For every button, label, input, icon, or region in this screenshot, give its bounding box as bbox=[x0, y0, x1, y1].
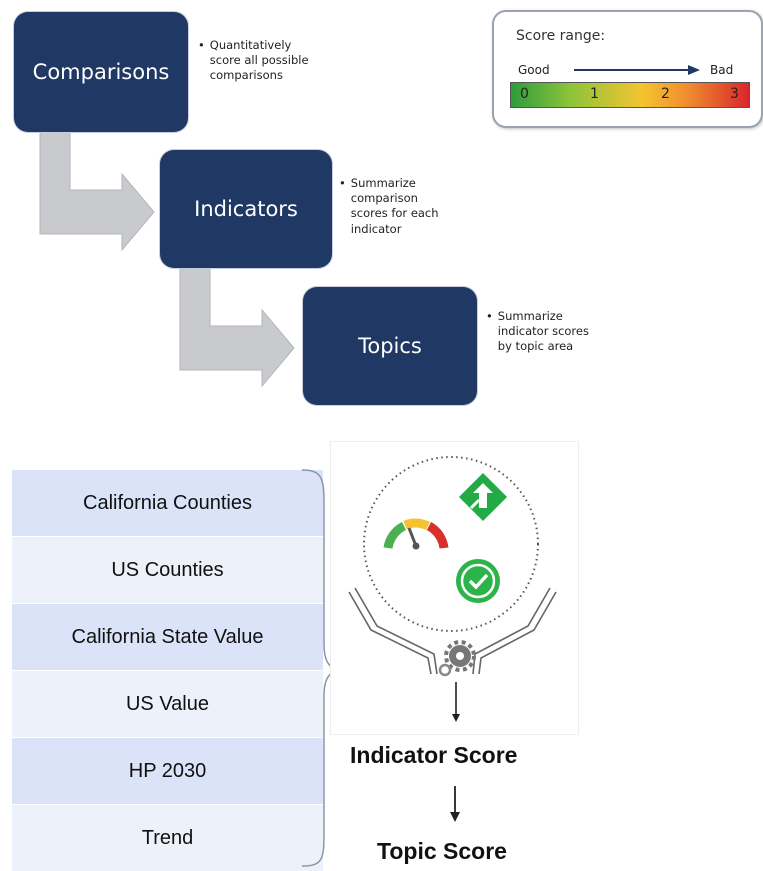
gears-icon bbox=[438, 640, 476, 677]
down-arrow-icon bbox=[450, 786, 460, 822]
step-label: Topics bbox=[358, 334, 422, 358]
checkmark-circle-icon bbox=[456, 559, 500, 603]
flow-arrows bbox=[39, 131, 295, 388]
step-note-indicators: • Summarize comparison scores for each i… bbox=[339, 176, 457, 237]
elbow-arrow-1 bbox=[39, 131, 155, 252]
legend-tick-1: 1 bbox=[590, 86, 599, 102]
elbow-arrow-2 bbox=[179, 267, 295, 388]
score-range-legend: Score range: Good Bad 0 1 2 3 bbox=[492, 10, 763, 128]
comparison-label: California State Value bbox=[71, 625, 264, 648]
step-note-text: Summarize indicator scores by topic area bbox=[497, 309, 589, 354]
legend-bad-label: Bad bbox=[710, 63, 734, 77]
legend-good-label: Good bbox=[518, 63, 550, 77]
step-label: Indicators bbox=[194, 197, 298, 221]
funnel-panel bbox=[331, 442, 578, 734]
comparison-row: HP 2030 bbox=[12, 738, 323, 804]
step-note-text: Quantitatively score all possible compar… bbox=[209, 38, 309, 83]
legend-tick-0: 0 bbox=[520, 86, 529, 102]
comparison-row: California Counties bbox=[12, 470, 323, 536]
good-to-bad-arrow bbox=[574, 65, 700, 75]
step-label: Comparisons bbox=[32, 60, 170, 84]
step-topics: Topics bbox=[303, 287, 477, 405]
comparison-label: HP 2030 bbox=[128, 759, 207, 782]
legend-tick-2: 2 bbox=[661, 86, 670, 102]
legend-tick-3: 3 bbox=[730, 86, 739, 102]
comparison-row: California State Value bbox=[12, 604, 323, 670]
topic-score-label: Topic Score bbox=[377, 838, 507, 864]
step-note-comparisons: • Quantitatively score all possible comp… bbox=[198, 38, 313, 84]
comparison-row: US Value bbox=[12, 671, 323, 737]
gauge-icon bbox=[383, 518, 449, 550]
step-note-topics: • Summarize indicator scores by topic ar… bbox=[486, 309, 594, 355]
step-note-text: Summarize comparison scores for each ind… bbox=[350, 176, 439, 236]
comparison-row: US Counties bbox=[12, 537, 323, 603]
funnel-icon bbox=[348, 587, 557, 675]
comparison-label: Trend bbox=[141, 826, 194, 849]
indicator-score-label: Indicator Score bbox=[350, 742, 518, 768]
comparison-label: US Counties bbox=[111, 558, 224, 581]
score-gradient-bar bbox=[510, 82, 750, 108]
step-indicators: Indicators bbox=[160, 150, 332, 268]
step-comparisons: Comparisons bbox=[14, 12, 188, 132]
direction-sign-icon bbox=[458, 472, 508, 522]
comparison-label: California Counties bbox=[83, 491, 252, 514]
funnel-illustration bbox=[348, 456, 557, 722]
comparison-row: Trend bbox=[12, 805, 323, 871]
dotted-circle bbox=[363, 456, 539, 632]
legend-title: Score range: bbox=[516, 28, 606, 44]
comparison-label: US Value bbox=[125, 692, 209, 715]
